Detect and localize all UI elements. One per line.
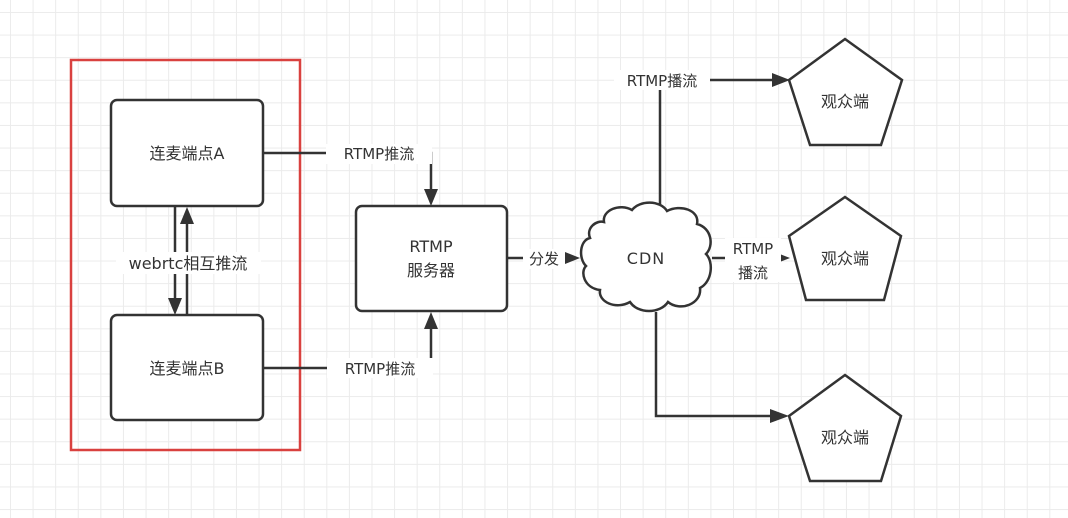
- node-rtmp-server-label-line2: 服务器: [407, 261, 455, 280]
- arrowhead-right-icon: [565, 252, 580, 264]
- cloud-icon: [579, 201, 713, 313]
- edge-label-cdn-to-viewer-1-text: RTMP播流: [627, 72, 697, 90]
- edge-label-server-to-cdn-text: 分发: [529, 250, 559, 268]
- pentagon-icon: [787, 373, 903, 483]
- arrowhead-up-icon: [180, 207, 194, 224]
- edge-label-cdn-to-viewer-2: RTMP 播流: [725, 238, 781, 282]
- edge-label-webrtc-text: webrtc相互推流: [129, 254, 248, 273]
- node-mic-endpoint-b[interactable]: 连麦端点B: [109, 313, 265, 422]
- edge-label-server-to-cdn: 分发: [523, 249, 565, 269]
- edge-label-webrtc: webrtc相互推流: [116, 252, 261, 274]
- arrowhead-down-icon: [424, 189, 438, 206]
- node-viewer-2-label: 观众端: [821, 249, 869, 268]
- edge-label-cdn-to-viewer-2-line2: 播流: [738, 264, 768, 282]
- node-cdn[interactable]: CDN: [579, 201, 713, 313]
- mic-link-group-border[interactable]: [69, 58, 302, 452]
- node-mic-endpoint-a-label: 连麦端点A: [150, 144, 225, 163]
- edge-label-a-to-server: RTMP推流: [326, 144, 432, 164]
- node-viewer-1[interactable]: 观众端: [787, 37, 904, 147]
- edge-label-cdn-to-viewer-1: RTMP播流: [614, 70, 710, 90]
- pentagon-icon: [787, 37, 904, 147]
- edge-label-a-to-server-text: RTMP推流: [344, 145, 414, 163]
- edge-cdn-to-viewer-3[interactable]: [654, 312, 789, 423]
- edge-label-cdn-to-viewer-2-line1: RTMP: [733, 240, 773, 258]
- node-viewer-1-label: 观众端: [821, 92, 869, 111]
- edge-cdn-to-viewer-1[interactable]: [658, 73, 790, 208]
- arrowhead-right-icon: [772, 73, 790, 87]
- node-cdn-label: CDN: [627, 249, 665, 268]
- node-rtmp-server[interactable]: RTMP 服务器: [354, 204, 509, 313]
- arrowhead-down-icon: [168, 298, 182, 315]
- node-viewer-3[interactable]: 观众端: [787, 373, 903, 483]
- node-mic-endpoint-b-label: 连麦端点B: [150, 359, 225, 378]
- arrowhead-right-icon: [770, 409, 789, 423]
- pentagon-icon: [787, 195, 903, 302]
- node-viewer-2[interactable]: 观众端: [787, 195, 903, 302]
- node-rtmp-server-label-line1: RTMP: [409, 237, 453, 256]
- node-viewer-3-label: 观众端: [821, 428, 869, 447]
- edge-label-b-to-server-text: RTMP推流: [345, 360, 415, 378]
- node-mic-endpoint-a[interactable]: 连麦端点A: [109, 98, 265, 208]
- arrowhead-up-icon: [424, 312, 438, 329]
- edge-label-b-to-server: RTMP推流: [327, 358, 433, 378]
